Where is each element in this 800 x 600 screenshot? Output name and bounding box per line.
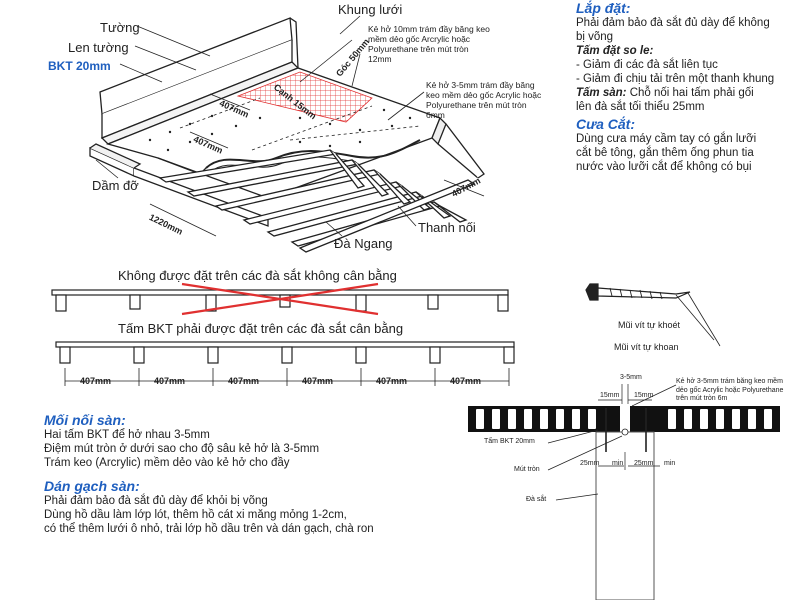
gap-note-mid: Kẻ hở 3-5mm trám đầy băng keo mềm dẻo gố… (426, 80, 542, 120)
right-15-dim: 15mm (634, 392, 654, 399)
tiling-line-3: có thể thêm lưới ô nhỏ, trải lớp hồ dầu … (44, 523, 374, 535)
floor-rest: Chỗ nối hai tấm phải gối (626, 87, 754, 99)
right-25-dim: 25mm (634, 460, 654, 467)
iso-floor-diagram (89, 15, 485, 253)
left-25-dim: 25mm (580, 460, 600, 467)
spacing-6: 407mm (450, 376, 482, 386)
spacing-2: 407mm (154, 376, 186, 386)
joint-note: Kẻ hở 3-5mm trám băng keo mềm dẻo gốc Ac… (676, 378, 784, 402)
tiling-line-1: Phải đảm bảo đà sắt đủ dày để khỏi bị võ… (44, 495, 268, 507)
connector-bar (298, 179, 476, 253)
board-cut-edge (205, 139, 421, 169)
left-15-dim: 15mm (600, 392, 620, 399)
post (205, 294, 217, 312)
tiling-title: Dán gạch sàn: (44, 478, 140, 494)
post (55, 294, 67, 312)
unbalanced-beams-diagram (51, 289, 509, 312)
joints-title: Mối nối sàn: (44, 412, 126, 428)
spacing-4: 407mm (302, 376, 334, 386)
foam-rod (621, 428, 629, 436)
post (355, 294, 367, 312)
spacing-1: 407mm (80, 376, 112, 386)
gap-dim: 3-5mm (620, 374, 642, 381)
floor-prefix: Tấm sàn: (576, 87, 627, 99)
post (429, 346, 441, 364)
joints-line-3: Trám keo (Arcrylic) mềm dẻo vào kẻ hở ch… (44, 457, 290, 469)
install-body: Phải đảm bảo đà sắt đủ dày để không bị v… (576, 17, 770, 43)
post (281, 346, 293, 364)
cross-joist-label: Đà Ngang (334, 236, 393, 251)
joint-foam-label: Mút tròn (514, 466, 540, 473)
support-beam-label: Dầm đỡ (92, 178, 139, 193)
post (503, 346, 515, 364)
install-title: Lắp đặt: (576, 0, 631, 16)
screw-head (585, 283, 599, 301)
post (59, 346, 71, 364)
joint-board-label: Tấm BKT 20mm (484, 438, 535, 445)
post (355, 346, 367, 364)
stagger-line-2: - Giảm đi chịu tải trên một thanh khung (576, 73, 775, 85)
cut-line-1: Dùng cưa máy cầm tay có gắn lưỡi (576, 133, 757, 145)
floor-note: Tấm sàn: Chỗ nối hai tấm phải gối (576, 86, 754, 100)
cut-line-2: cắt bê tông, gắn thêm ống phun tia (576, 147, 754, 159)
joint-steel-label: Đà sắt (526, 496, 547, 503)
board-label: BKT 20mm (48, 59, 111, 73)
skirting-label: Len tường (68, 40, 129, 55)
post (207, 346, 219, 364)
self-tap-label: Mũi vít tự khoan (614, 342, 679, 352)
spacing-5: 407mm (376, 376, 408, 386)
post (497, 294, 509, 312)
joints-line-1: Hai tấm BKT để hở nhau 3-5mm (44, 429, 210, 441)
tiling-line-2: Dùng hồ dầu làm lớp lót, thêm hồ cát xi … (44, 509, 347, 521)
self-drill-label: Mũi vít tự khoét (618, 320, 681, 330)
post (427, 294, 439, 310)
spacing-3: 407mm (228, 376, 260, 386)
stagger-line-1: - Giảm đi các đà sắt liên tục (576, 59, 718, 71)
screw-diagram (585, 283, 721, 347)
floor-note-2: lên đà sắt tối thiểu 25mm (576, 101, 705, 113)
joints-line-2: Điệm mút tròn ở dưới sao cho độ sâu kẻ h… (44, 443, 320, 455)
mesh-area (236, 71, 373, 123)
min-left-label: min (612, 460, 624, 467)
stagger-title: Tấm đặt so le: (576, 45, 654, 57)
wall-label: Tường (100, 20, 140, 35)
cut-line-3: nước vào lưỡi cắt để không có bụi (576, 161, 752, 173)
gap-note-top: Kẻ hở 10mm trám đầy băng keo mềm dẻo gốc… (368, 24, 490, 64)
mesh-frame-label: Khung lưới (338, 2, 403, 17)
wrong-placement-label: Không được đặt trên các đà sắt không cân… (118, 268, 397, 283)
red-cross (181, 282, 379, 316)
connector-label: Thanh nối (418, 220, 476, 235)
balanced-beams-diagram (55, 341, 515, 386)
right-placement-label: Tấm BKT phải được đặt trên các đà sắt câ… (118, 321, 404, 336)
post (129, 294, 141, 310)
cut-title: Cưa Cắt: (576, 116, 636, 132)
screw-shank (597, 287, 691, 299)
joint-detail (468, 384, 780, 600)
post (133, 346, 145, 364)
min-right-label: min (664, 460, 676, 467)
